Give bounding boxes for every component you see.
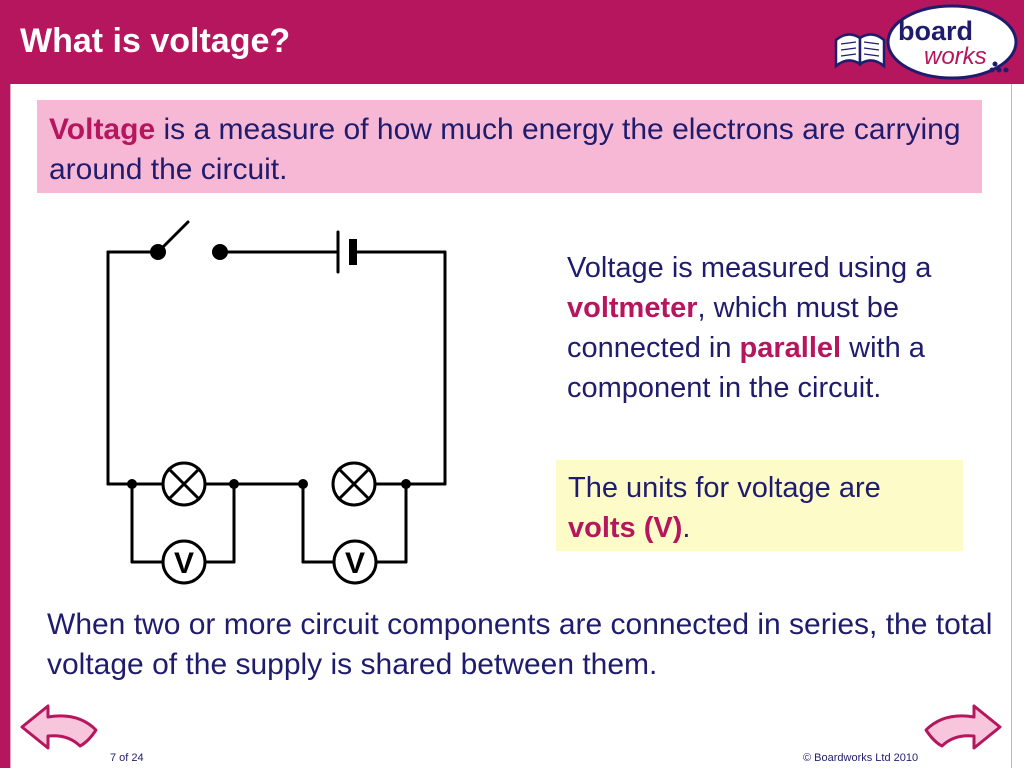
copyright: © Boardworks Ltd 2010 — [803, 752, 919, 764]
lamp-left — [161, 461, 207, 507]
side-strip — [0, 84, 10, 768]
measure-text-2: , which must be connected in — [567, 292, 900, 364]
forward-arrow-icon[interactable] — [922, 702, 1004, 752]
keyword-parallel: parallel — [739, 332, 842, 364]
cell-short-plate — [349, 239, 357, 265]
content-border — [10, 84, 1012, 768]
units-text-1: The units for voltage are — [568, 472, 881, 504]
switch-contact-right — [212, 244, 228, 260]
switch-contact-left — [150, 244, 166, 260]
logo-word-works: works — [924, 43, 987, 70]
measure-text-1: Voltage is measured using a — [567, 252, 932, 284]
voltmeter-label-left: V — [174, 547, 194, 580]
slide-title: What is voltage? — [20, 22, 291, 60]
page-number: 7 of 24 — [110, 752, 144, 764]
definition-keyword: Voltage — [49, 113, 156, 146]
logo-word-board: board — [898, 16, 973, 46]
voltmeter-label-right: V — [345, 547, 365, 580]
circuit-diagram: V V — [106, 220, 447, 585]
boardworks-logo: board works — [834, 4, 1018, 80]
units-text-2: . — [682, 512, 691, 544]
back-arrow-icon[interactable] — [18, 702, 100, 752]
lamp-right — [331, 461, 377, 507]
measure-text-3: with a component in the circuit. — [567, 332, 925, 404]
voltmeter-left — [161, 539, 207, 585]
keyword-voltmeter: voltmeter — [567, 292, 698, 324]
definition-box: Voltage is a measure of how much energy … — [37, 100, 982, 193]
open-book-icon — [834, 33, 886, 69]
voltmeter-explanation: Voltage is measured using a voltmeter, w… — [567, 248, 1007, 408]
units-box: The units for voltage are volts (V). — [556, 460, 963, 551]
series-note: When two or more circuit components are … — [47, 608, 993, 681]
keyword-volts: volts (V) — [568, 512, 683, 544]
definition-text: is a measure of how much energy the elec… — [49, 113, 961, 186]
voltmeter-right — [332, 539, 378, 585]
title-bar: What is voltage? board works — [0, 0, 1024, 84]
